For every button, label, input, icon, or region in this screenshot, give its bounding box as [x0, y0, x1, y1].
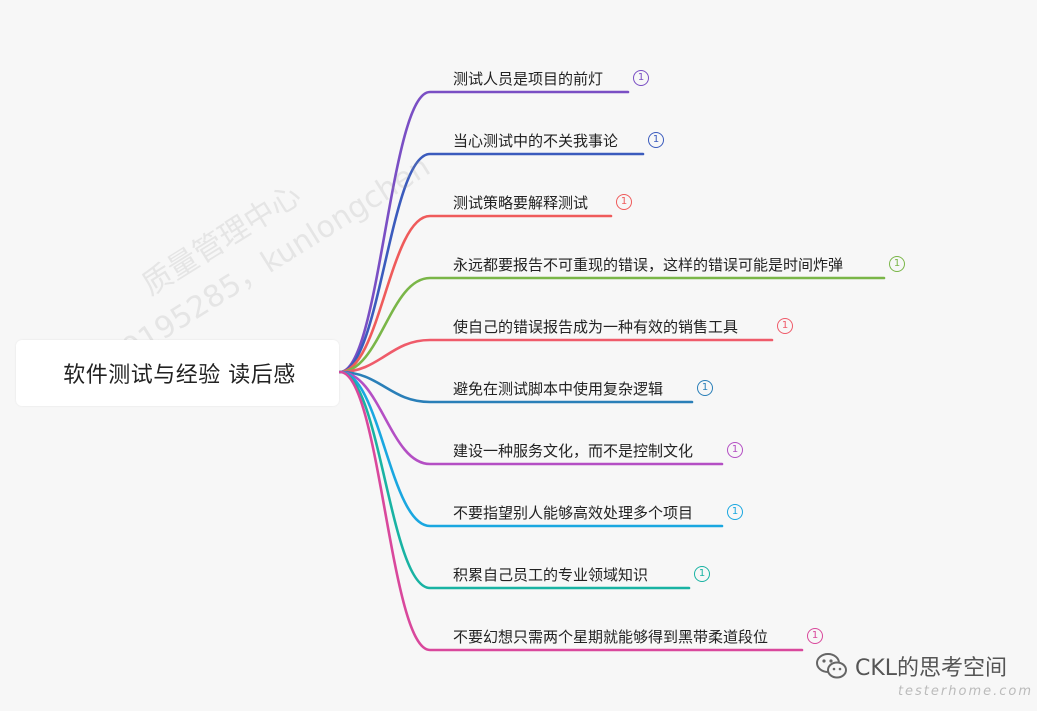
branch-label: 当心测试中的不关我事论 [453, 132, 619, 150]
branch-connector-4 [338, 276, 886, 374]
branch-connector-5 [338, 338, 774, 374]
branch-label: 测试人员是项目的前灯 [453, 70, 604, 88]
footer-title: CKL的思考空间 [854, 656, 1007, 681]
branch-count-badge[interactable]: 1 [727, 442, 743, 458]
branch-connector-7 [338, 370, 724, 466]
branch-count-badge[interactable]: 1 [616, 194, 632, 210]
wechat-icon [815, 653, 847, 679]
branch-label: 永远都要报告不可重现的错误，这样的错误可能是时间炸弹 [453, 256, 844, 274]
branch-label: 积累自己员工的专业领域知识 [453, 566, 649, 584]
branch-count-badge[interactable]: 1 [807, 628, 823, 644]
branch-count-badge[interactable]: 1 [633, 70, 649, 86]
footer-brand: CKL的思考空间 [815, 650, 1007, 682]
branch-connector-6 [338, 370, 694, 404]
branch-label: 测试策略要解释测试 [453, 194, 589, 212]
branch-count-badge[interactable]: 1 [777, 318, 793, 334]
branch-label: 避免在测试脚本中使用复杂逻辑 [453, 380, 664, 398]
branch-label: 不要幻想只需两个星期就能够得到黑带柔道段位 [453, 628, 769, 646]
branch-connector-3 [338, 214, 613, 374]
branch-label: 使自己的错误报告成为一种有效的销售工具 [453, 318, 739, 336]
root-topic-label: 软件测试与经验 读后感 [63, 363, 296, 388]
footer-site: testerhome.com [897, 684, 1033, 699]
branch-count-badge[interactable]: 1 [727, 504, 743, 520]
branch-connector-8 [338, 370, 724, 528]
branch-label: 不要指望别人能够高效处理多个项目 [453, 504, 694, 522]
branch-connector-2 [338, 152, 645, 374]
branch-count-badge[interactable]: 1 [697, 380, 713, 396]
branch-label: 建设一种服务文化，而不是控制文化 [453, 442, 694, 460]
branch-connector-1 [338, 90, 630, 374]
branch-count-badge[interactable]: 1 [648, 132, 664, 148]
root-topic[interactable]: 软件测试与经验 读后感 [16, 340, 339, 406]
branch-connector-10 [338, 370, 804, 652]
branch-count-badge[interactable]: 1 [694, 566, 710, 582]
branch-count-badge[interactable]: 1 [889, 256, 905, 272]
branch-connector-9 [338, 370, 691, 590]
